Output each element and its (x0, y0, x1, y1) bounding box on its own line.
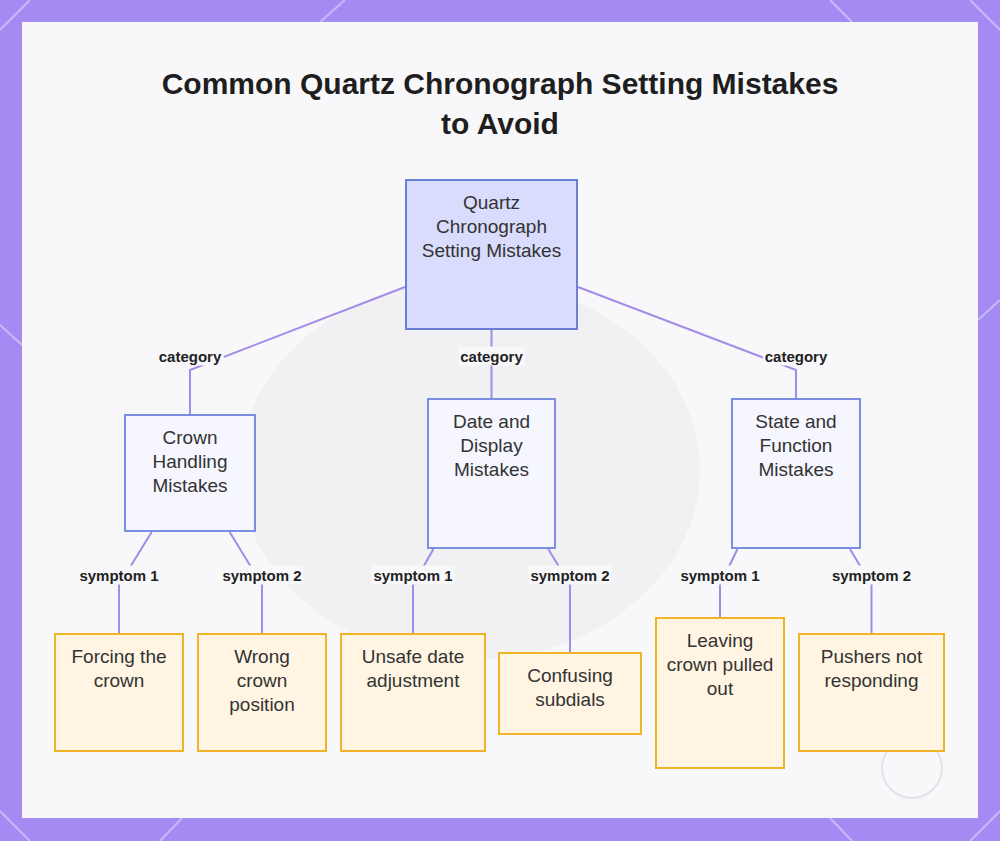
category-box: Date and Display Mistakes (427, 398, 556, 549)
node-text: Quartz Chronograph Setting Mistakes (407, 181, 576, 263)
connector-line (413, 549, 433, 633)
node-text: Unsafe date adjustment (342, 635, 484, 693)
node-text: State and Function Mistakes (733, 400, 859, 482)
node-text: Pushers not responding (800, 635, 943, 693)
node-text: Date and Display Mistakes (429, 400, 554, 482)
edge-label: category (157, 347, 224, 366)
diagram-title: Common Quartz Chronograph Setting Mistak… (150, 64, 850, 144)
edge-label: symptom 1 (371, 566, 454, 585)
connector-line (548, 549, 570, 652)
node-text: Confusing subdials (500, 654, 640, 712)
edge-label: symptom 1 (678, 566, 761, 585)
root-box: Quartz Chronograph Setting Mistakes (405, 179, 578, 330)
category-box: Crown Handling Mistakes (124, 414, 256, 532)
node-text: Wrong crown position (199, 635, 325, 717)
symptom-box: Wrong crown position (197, 633, 327, 752)
symptom-box: Leaving crown pulled out (655, 617, 785, 769)
edge-label: symptom 2 (830, 566, 913, 585)
node-text: Crown Handling Mistakes (126, 416, 254, 498)
content-panel (22, 22, 978, 818)
symptom-box: Unsafe date adjustment (340, 633, 486, 752)
symptom-box: Confusing subdials (498, 652, 642, 735)
edge-label: category (458, 347, 525, 366)
edge-label: category (763, 347, 830, 366)
connector-line (850, 549, 872, 633)
connector-line (578, 287, 796, 398)
symptom-box: Forcing the crown (54, 633, 184, 752)
edge-label: symptom 1 (77, 566, 160, 585)
edge-label: symptom 2 (528, 566, 611, 585)
category-box: State and Function Mistakes (731, 398, 861, 549)
node-text: Leaving crown pulled out (657, 619, 783, 701)
node-text: Forcing the crown (56, 635, 182, 693)
edge-label: symptom 2 (220, 566, 303, 585)
symptom-box: Pushers not responding (798, 633, 945, 752)
faded-watch-backdrop (240, 280, 700, 660)
